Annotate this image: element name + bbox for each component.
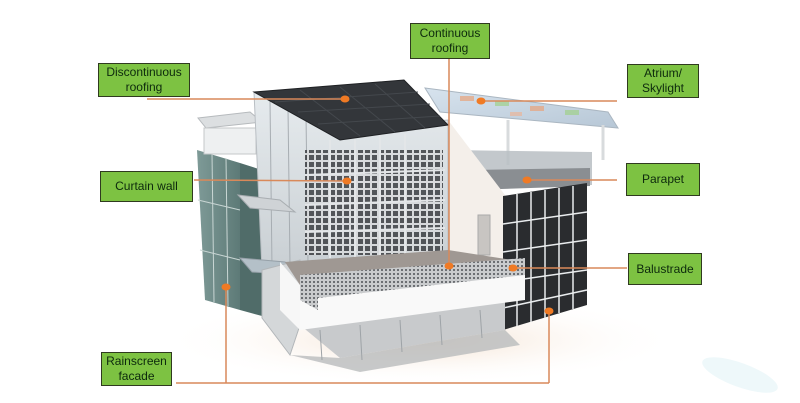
- dark-pitched-roof: [252, 79, 450, 141]
- label-text: Discontinuous roofing: [106, 65, 182, 94]
- label-text: Parapet: [641, 172, 685, 186]
- dark-facade-panels: [502, 183, 588, 330]
- label-curtain-wall: Curtain wall: [100, 171, 193, 202]
- balustrade-railing: [300, 258, 525, 310]
- label-parapet: Parapet: [626, 163, 700, 196]
- label-balustrade: Balustrade: [628, 253, 702, 285]
- dot-rainscreen-left: [221, 283, 231, 291]
- label-text: Balustrade: [636, 261, 694, 276]
- label-rainscreen-facade: Rainscreen facade: [101, 352, 172, 386]
- label-text: Rainscreen facade: [106, 354, 167, 383]
- label-continuous-roofing: Continuous roofing: [410, 23, 490, 59]
- dot-continuous-roofing: [444, 262, 454, 270]
- label-atrium-skylight: Atrium/ Skylight: [627, 64, 699, 98]
- label-text: Atrium/ Skylight: [641, 66, 685, 95]
- label-discontinuous-roofing: Discontinuous roofing: [98, 63, 190, 97]
- background-smudge: [702, 357, 778, 393]
- dot-balustrade: [508, 264, 518, 272]
- leader-lines: [147, 58, 627, 384]
- dot-parapet: [522, 176, 532, 184]
- dot-rainscreen-right: [544, 307, 554, 315]
- dot-curtain-wall: [342, 177, 352, 185]
- dot-discontinuous-roofing: [340, 95, 350, 103]
- rainscreen-tower: [197, 111, 264, 316]
- label-text: Continuous roofing: [419, 26, 481, 55]
- roof-tiles: [274, 83, 441, 137]
- doorway: [477, 214, 491, 256]
- marker-dots: [221, 95, 554, 315]
- label-text: Curtain wall: [115, 179, 178, 193]
- dot-atrium-skylight: [476, 97, 486, 105]
